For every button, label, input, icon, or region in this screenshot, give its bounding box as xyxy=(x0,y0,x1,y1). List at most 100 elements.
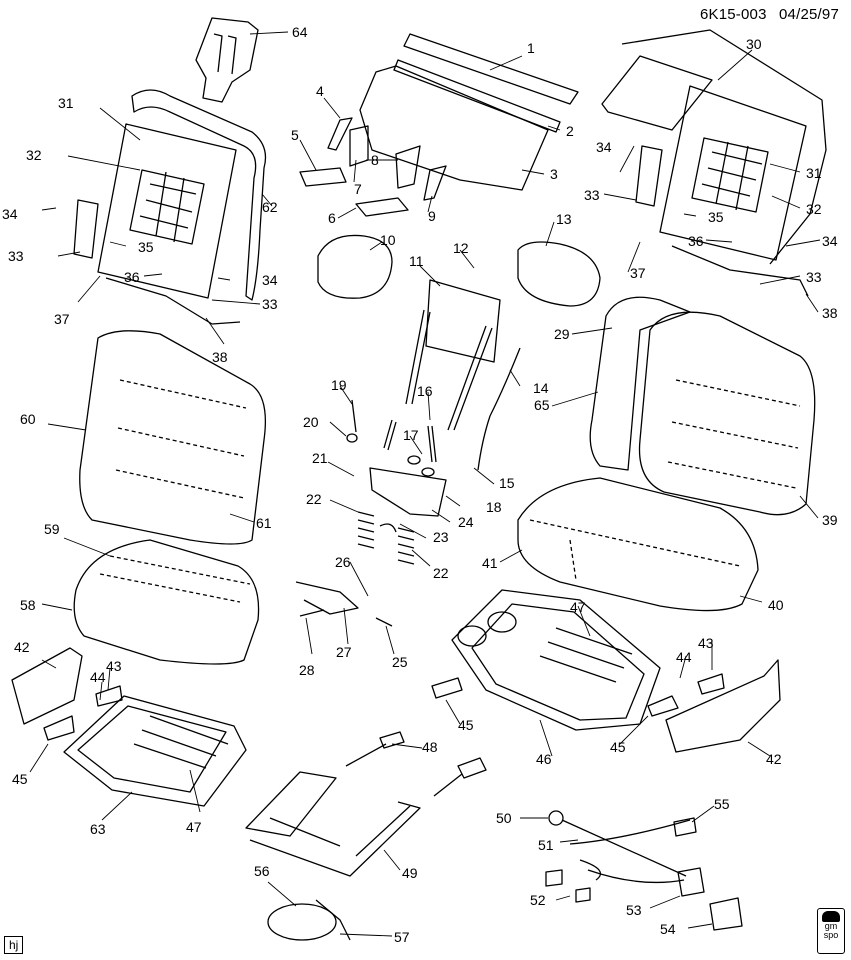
part-trim-covers xyxy=(11,647,781,753)
callout-label: 7 xyxy=(354,181,362,197)
part-springs xyxy=(357,511,415,565)
callout-label: 17 xyxy=(403,427,419,443)
callout-label: 27 xyxy=(336,644,352,660)
drawing-date: 04/25/97 xyxy=(779,6,839,23)
callout-label: 21 xyxy=(312,450,328,466)
part-back-cushion-right xyxy=(589,296,816,516)
callout-label: 3 xyxy=(550,166,558,182)
callout-label: 18 xyxy=(486,499,502,515)
part-latch xyxy=(369,467,447,517)
callout-label: 26 xyxy=(335,554,351,570)
callout-label: 33 xyxy=(806,269,822,285)
callout-label: 56 xyxy=(254,863,270,879)
drawing-header: 6K15-003 04/25/97 xyxy=(692,6,839,23)
callout-label: 9 xyxy=(428,208,436,224)
callout-label: 34 xyxy=(262,272,278,288)
callout-label: 34 xyxy=(596,139,612,155)
callout-label: 47 xyxy=(570,599,586,615)
logo-line2: spo xyxy=(823,930,839,940)
callout-label: 36 xyxy=(124,269,140,285)
callout-label: 28 xyxy=(299,662,315,678)
part-adjusters xyxy=(345,731,487,797)
part-seat-pan-left xyxy=(63,695,247,807)
callout-label: 5 xyxy=(291,127,299,143)
logo-mark-icon xyxy=(822,911,840,922)
part-seat-pan-right xyxy=(451,589,661,731)
callout-label: 51 xyxy=(538,837,554,853)
callout-label: 53 xyxy=(626,902,642,918)
callout-label: 44 xyxy=(676,649,692,665)
callout-label: 44 xyxy=(90,669,106,685)
callout-label: 25 xyxy=(392,654,408,670)
callout-label: 29 xyxy=(554,326,570,342)
part-headrest-cover xyxy=(517,241,601,307)
part-frame-left xyxy=(73,89,267,325)
part-headrest-frame xyxy=(405,279,501,431)
callout-label: 22 xyxy=(306,491,322,507)
callout-label: 22 xyxy=(433,565,449,581)
callout-label: 37 xyxy=(54,311,70,327)
callout-label: 48 xyxy=(422,739,438,755)
callout-label: 32 xyxy=(806,201,822,217)
callout-label: 43 xyxy=(106,658,122,674)
callout-label: 37 xyxy=(630,265,646,281)
part-cable xyxy=(477,347,521,471)
callout-label: 45 xyxy=(458,717,474,733)
callout-label: 6 xyxy=(328,210,336,226)
part-frame-right xyxy=(601,29,827,297)
part-cable-loop xyxy=(267,899,351,941)
leader-lines xyxy=(29,31,821,937)
callout-label: 40 xyxy=(768,597,784,613)
corner-mark: hj xyxy=(4,936,24,954)
part-seat-cushion-right xyxy=(517,477,759,612)
callout-label: 19 xyxy=(331,377,347,393)
callout-label: 57 xyxy=(394,929,410,945)
callout-label: 33 xyxy=(8,248,24,264)
callout-label: 47 xyxy=(186,819,202,835)
callout-label: 16 xyxy=(417,383,433,399)
callout-label: 43 xyxy=(698,635,714,651)
callout-label: 23 xyxy=(433,529,449,545)
callout-label: 30 xyxy=(746,36,762,52)
drawing-code: 6K15-003 xyxy=(699,6,767,23)
gm-spo-logo: gm spo xyxy=(817,908,845,954)
callout-label: 58 xyxy=(20,597,36,613)
part-back-cushion-left xyxy=(79,330,267,545)
callout-label: 33 xyxy=(262,296,278,312)
callout-label: 46 xyxy=(536,751,552,767)
callout-label: 11 xyxy=(409,253,424,269)
callout-label: 35 xyxy=(138,239,154,255)
callout-label: 24 xyxy=(458,514,474,530)
callout-label: 31 xyxy=(58,95,74,111)
part-bolts xyxy=(346,399,437,477)
callout-label: 38 xyxy=(212,349,228,365)
part-wiring xyxy=(545,810,743,931)
callout-label: 39 xyxy=(822,512,838,528)
callout-label: 20 xyxy=(303,414,319,430)
callout-label: 31 xyxy=(806,165,822,181)
callout-label: 49 xyxy=(402,865,418,881)
callout-label: 14 xyxy=(533,380,549,396)
callout-label: 38 xyxy=(822,305,838,321)
callout-label: 45 xyxy=(12,771,28,787)
callout-label: 62 xyxy=(262,199,278,215)
callout-label: 15 xyxy=(499,475,515,491)
callout-label: 64 xyxy=(292,24,308,40)
callout-label: 41 xyxy=(482,555,498,571)
callout-label: 50 xyxy=(496,810,512,826)
callout-label: 4 xyxy=(316,83,324,99)
callout-label: 61 xyxy=(256,515,272,531)
callout-label: 59 xyxy=(44,521,60,537)
callout-label: 1 xyxy=(527,40,535,56)
callout-label: 60 xyxy=(20,411,36,427)
part-headrest xyxy=(317,234,393,299)
callout-label: 13 xyxy=(556,211,572,227)
part-lever xyxy=(295,581,393,627)
callout-label: 8 xyxy=(371,152,379,168)
callout-label: 33 xyxy=(584,187,600,203)
part-seat-track xyxy=(245,771,421,877)
callout-label: 52 xyxy=(530,892,546,908)
callout-label: 36 xyxy=(688,233,704,249)
callout-label: 45 xyxy=(610,739,626,755)
